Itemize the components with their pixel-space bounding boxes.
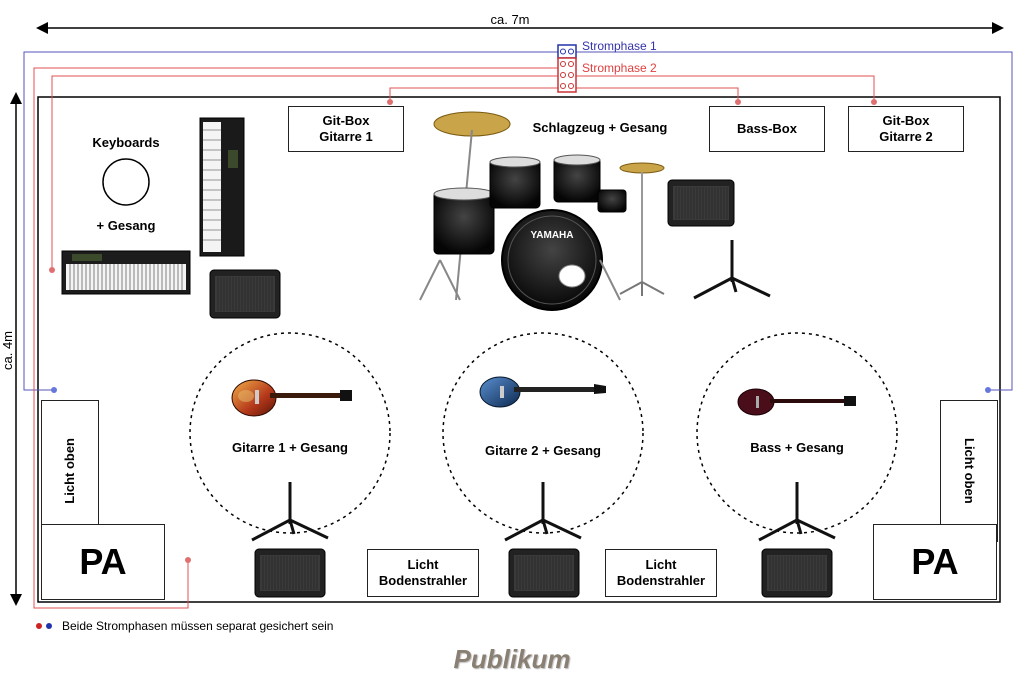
width-label: ca. 7m — [490, 12, 530, 27]
mic-stand-back-icon — [693, 240, 771, 300]
stage-outline — [37, 96, 1001, 603]
monitor-drums-icon — [667, 179, 735, 227]
legend-text: Beide Stromphasen müssen separat gesiche… — [62, 619, 334, 633]
mic-stand-gitarre2-icon — [504, 482, 582, 542]
gitarre2-label: Gitarre 2 + Gesang — [485, 443, 601, 458]
depth-label: ca. 4m — [0, 330, 15, 370]
gitarre1-position-circle — [189, 332, 391, 534]
keyboards-label: Keyboards — [92, 135, 160, 150]
mic-stand-gitarre1-icon — [251, 482, 329, 542]
phase2-cable — [33, 67, 566, 609]
monitor-bass-icon — [761, 548, 833, 598]
gitarre1-label: Gitarre 1 + Gesang — [232, 440, 348, 455]
bass-guitar-icon — [737, 388, 856, 416]
licht-oben-right: Licht oben — [940, 400, 998, 542]
bass-position-circle — [696, 332, 898, 534]
drum-kit-icon: YAMAHA — [419, 111, 665, 311]
bass-box: Bass-Box — [709, 106, 825, 152]
phase1-label: Stromphase 1 — [582, 39, 657, 53]
drum-brand: YAMAHA — [531, 230, 574, 241]
licht-bodenstrahler-right: Licht Bodenstrahler — [605, 549, 717, 597]
keyboard-player-circle — [102, 158, 150, 206]
power-distribution-box — [557, 44, 577, 93]
phase2-outlet-keys — [49, 267, 55, 273]
phase1-outlet-right — [985, 387, 991, 393]
gitarre2-position-circle — [442, 332, 644, 534]
monitor-gitarre1-icon — [254, 548, 326, 598]
phase1-outlet-left — [51, 387, 57, 393]
upright-keyboard-icon — [199, 117, 245, 257]
mic-stand-bass-icon — [758, 482, 836, 542]
bass-label: Bass + Gesang — [750, 440, 844, 455]
pa-left: PA — [41, 524, 165, 600]
licht-oben-left: Licht oben — [41, 400, 99, 542]
git-box-2: Git-Box Gitarre 2 — [848, 106, 964, 152]
pa-right: PA — [873, 524, 997, 600]
licht-bodenstrahler-left: Licht Bodenstrahler — [367, 549, 479, 597]
legend: Beide Stromphasen müssen separat gesiche… — [36, 619, 333, 633]
gitarre2-guitar-icon — [479, 376, 606, 408]
phase2-outlet-front — [185, 557, 191, 563]
monitor-keys-icon — [209, 269, 281, 319]
gitarre1-guitar-icon — [231, 379, 352, 417]
git-box-1: Git-Box Gitarre 1 — [288, 106, 404, 152]
legend-red-dot — [36, 623, 42, 629]
phase2-label: Stromphase 2 — [582, 61, 657, 75]
drums-label: Schlagzeug + Gesang — [532, 120, 668, 135]
legend-blue-dot — [46, 623, 52, 629]
audience-label: Publikum — [453, 644, 571, 674]
monitor-gitarre2-icon — [508, 548, 580, 598]
phase1-cable — [23, 51, 1013, 391]
keyboard-icon — [61, 250, 191, 295]
keyboards-gesang-label: + Gesang — [96, 218, 156, 233]
